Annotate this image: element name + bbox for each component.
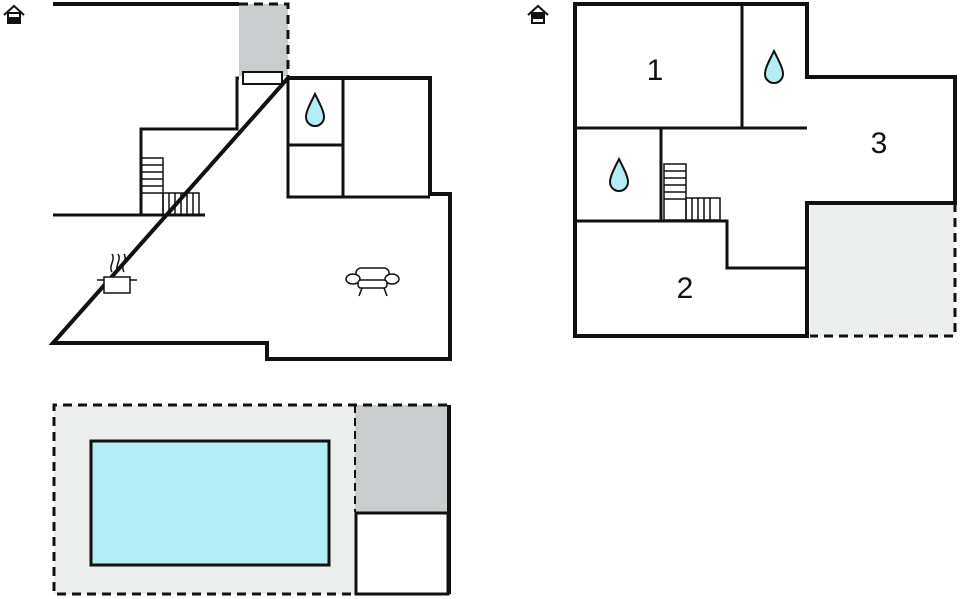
ground-floor-outer-walls xyxy=(48,2,452,361)
covered-terrace-top xyxy=(239,4,288,76)
floor-level-upper-icon xyxy=(527,4,549,24)
floor-level-ground-icon xyxy=(3,4,25,24)
pool-shed xyxy=(354,511,450,596)
water-drop-icon-ground xyxy=(304,91,326,127)
room-label-2: 2 xyxy=(677,272,694,305)
room-label-1: 1 xyxy=(647,54,664,87)
armchair-icon xyxy=(345,267,400,297)
upper-floor: 1 2 3 xyxy=(527,2,957,338)
pool-covered-area xyxy=(355,405,447,512)
balcony xyxy=(810,203,955,336)
staircase-icon-upper xyxy=(663,163,721,221)
staircase-icon-ground xyxy=(140,157,200,216)
upper-floor-outer-walls xyxy=(573,2,957,338)
ground-floor xyxy=(3,2,452,361)
cooking-pot-icon xyxy=(97,253,137,294)
room-label-3: 3 xyxy=(871,127,888,160)
entrance-door xyxy=(242,71,283,85)
water-drop-icon-upper-1 xyxy=(763,48,785,84)
pool-area xyxy=(52,403,451,596)
water-drop-icon-upper-2 xyxy=(608,156,630,192)
swimming-pool xyxy=(89,439,331,567)
